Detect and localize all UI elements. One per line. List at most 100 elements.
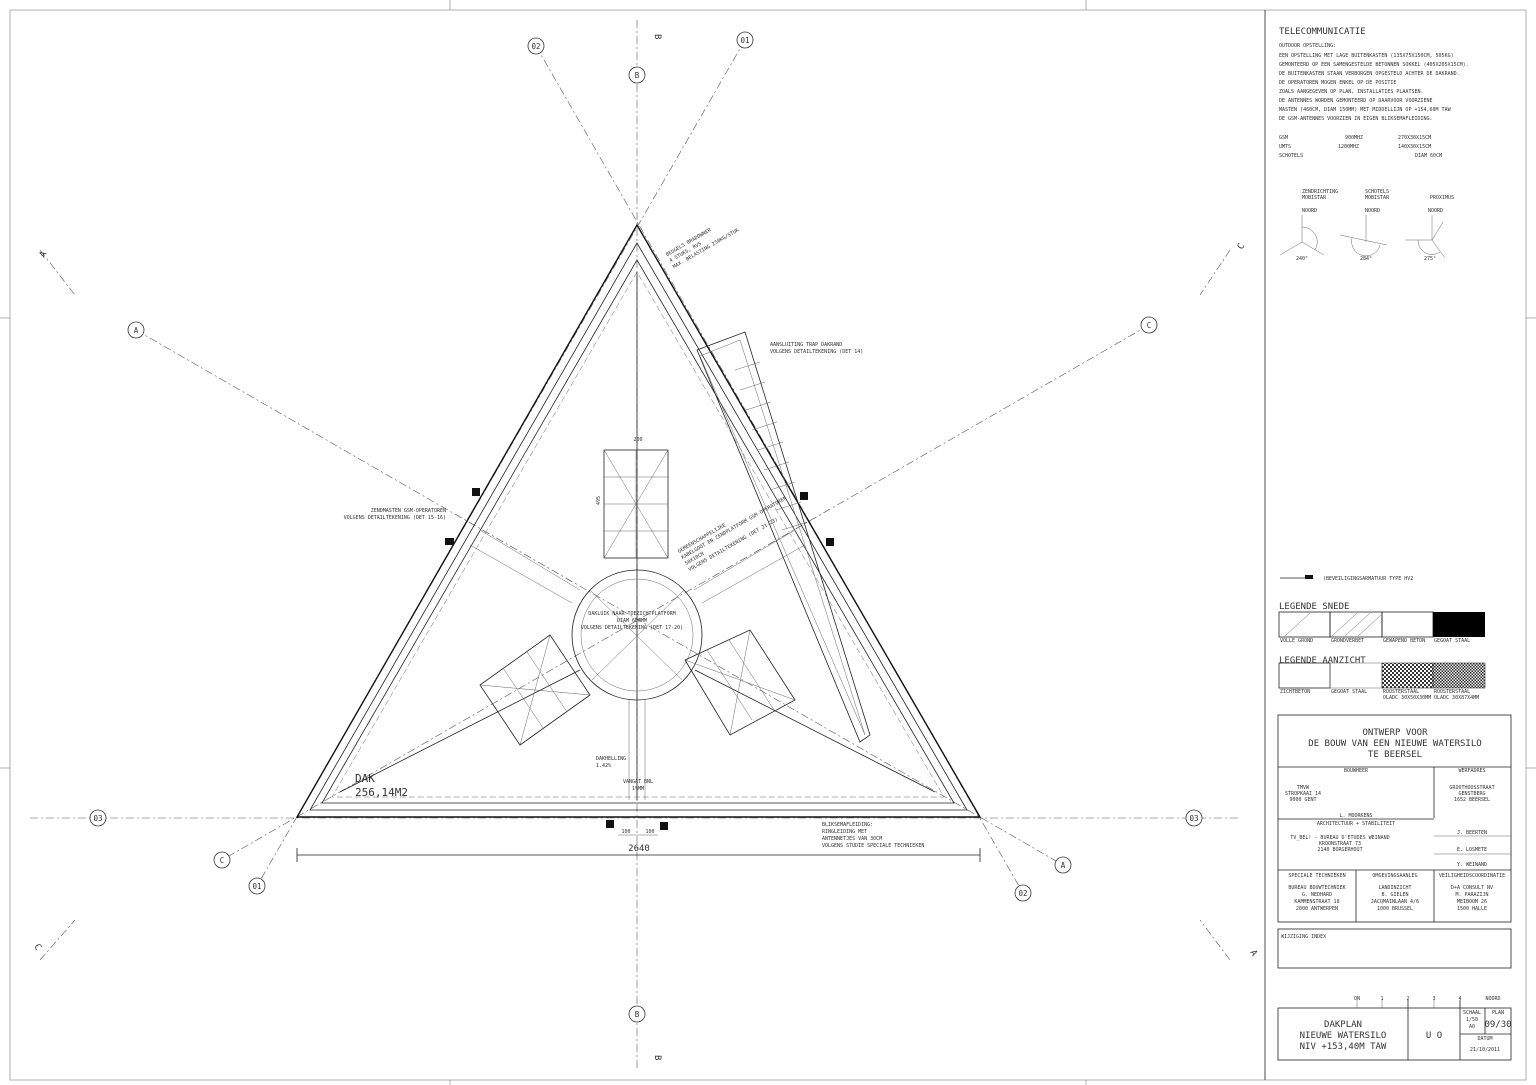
- drawing-text: A0: [1469, 1024, 1475, 1030]
- drawing-text: DAKLUIK NAAR TOEZICHTPLATFORM: [588, 611, 675, 617]
- drawing-text: GSM: [1279, 135, 1288, 141]
- drawing-text: RINGLEIDING MET: [822, 829, 867, 835]
- drawing-text: B: [635, 71, 640, 80]
- drawing-text: 03: [93, 814, 102, 823]
- drawing-text: TE BEERSEL: [1368, 750, 1422, 760]
- drawing-text: 2: [1406, 996, 1409, 1002]
- drawing-text: OLADC 30X50X30MM: [1383, 695, 1431, 701]
- drawing-text: A: [134, 326, 139, 335]
- drawing-text: TELECOMMUNICATIE: [1279, 27, 1366, 37]
- drawing-text: EEN OPSTELLING MET LAGE BUITENKASTEN (13…: [1279, 53, 1454, 59]
- drawing-text: BLIKSEMAFLEIDING:: [822, 822, 873, 828]
- drawing-text: VOLGENS DETAILTEKENING (DET 17-20): [581, 625, 683, 631]
- drawing-text: VOLGENS DETAILTEKENING (DET 15-16): [344, 515, 446, 521]
- drawing-text: 270X30X15CM: [1398, 135, 1431, 141]
- note-trap: AANSLUITING TRAP DAKRAND VOLGENS DETAILT…: [770, 342, 863, 355]
- drawing-text: WERFADRES: [1458, 768, 1485, 774]
- axis-bubbles: 02 01 B A C 03 03 C 01 02 A B: [89, 31, 1203, 1023]
- drawing-text: GEGOAT STAAL: [1331, 689, 1367, 695]
- drawing-text: ZENDMASTEN GSM-OPERATOREN: [371, 508, 446, 514]
- drawing-text: 01: [740, 36, 749, 45]
- drawing-text: SCHAAL: [1463, 1010, 1481, 1016]
- drawing-text: 1/50: [1466, 1017, 1478, 1023]
- drawing-text: L. MOORKENS: [1339, 813, 1372, 819]
- drawing-text: UMTS: [1279, 144, 1291, 150]
- drawing-text: DATUM: [1477, 1036, 1492, 1042]
- drawing-text: ON: [1354, 996, 1360, 1002]
- drawing-text: (BEVEILIGINGSARMATUUR TYPE HV2: [1323, 576, 1413, 582]
- drawing-text: DE OPERATOREN MOGEN ENKEL OP DE POSITIE: [1279, 80, 1396, 86]
- drawing-text: VANGAT BNL: [623, 779, 653, 785]
- drawing-text: GEMONTEERD OP EEN SAMENGESTELDE BETONNEN…: [1279, 62, 1469, 68]
- drawing-text: C: [31, 943, 42, 953]
- drawing-text: ANTENNETJES VAN 30CM: [822, 836, 882, 842]
- drawing-text: NOORD: [1485, 996, 1500, 1002]
- drawing-text: G. NEDHARD: [1302, 892, 1332, 898]
- drawing-text: 4: [1458, 996, 1461, 1002]
- drawing-text: SPECIALE TECHNIEKEN: [1288, 873, 1345, 879]
- drawing-text: D+A CONSULT NV: [1451, 885, 1493, 891]
- drawing-text: NOORD: [1365, 208, 1380, 214]
- drawing-text: DIAM 60CM: [1415, 153, 1442, 159]
- drawing-text: E. LOSMETE: [1457, 847, 1487, 853]
- drawing-text: 03: [1189, 814, 1198, 823]
- drawing-text: AANSLUITING TRAP DAKRAND: [770, 342, 842, 348]
- drawing-text: 1652 BEERSEL: [1454, 797, 1490, 803]
- drawing-text: 100: [645, 829, 654, 835]
- drawing-text: MOBISTAR: [1365, 195, 1390, 201]
- walkways: [469, 529, 806, 800]
- drawing-text: 100: [621, 829, 630, 835]
- drawing-text: DE BOUW VAN EEN NIEUWE WATERSILO: [1308, 739, 1481, 749]
- roof-hatch-circle: [571, 569, 703, 701]
- drawing-text: OMGEVINGSAANLEG: [1372, 873, 1417, 879]
- drawing-text: GEGOAT STAAL: [1434, 638, 1470, 644]
- drawing-text: 02: [531, 42, 540, 51]
- drawing-text: BUREAU BOUWTECHNIEK: [1288, 885, 1345, 891]
- drawing-text: 9000 GENT: [1289, 797, 1316, 803]
- overall-dimension: 2640 100 100 200 495: [296, 437, 981, 862]
- drawing-text: DE GSM-ANTENNES VOORZIEN IN EIGEN BLIKSE…: [1279, 116, 1433, 122]
- drawing-text: OUTDOOR OPSTELLING:: [1279, 43, 1336, 49]
- note-vangst: VANGAT BNL 1%MM: [623, 779, 653, 792]
- drawing-text: BOUWHEER: [1344, 768, 1369, 774]
- drawing-text: NOORD: [1428, 208, 1443, 214]
- drawing-text: KAMMENSTRAAT 18: [1294, 899, 1339, 905]
- drawing-text: 2000 ANTWERPEN: [1296, 906, 1338, 912]
- drawing-text: GRONDVERBET: [1331, 638, 1364, 644]
- drawing-text: DIAM 600MM: [617, 618, 647, 624]
- drawing-text: TMVW: [1297, 785, 1310, 791]
- drawing-text: 02: [1018, 889, 1027, 898]
- drawing-text: 284°: [1360, 256, 1372, 262]
- drawing-text: SCHOTELS: [1279, 153, 1303, 159]
- drawing-text: Y. WEINAND: [1457, 862, 1487, 868]
- roof-triangle: [295, 223, 982, 818]
- antenna-masts: [445, 488, 834, 830]
- grating-platforms: [479, 449, 796, 746]
- drawing-text: ZENDRICHTING: [1302, 189, 1338, 195]
- drawing-text: C: [220, 856, 225, 865]
- drawing-text: 2640: [628, 844, 650, 854]
- drawing-text: A: [38, 249, 50, 259]
- drawing-text: KROONSTRAAT 73: [1319, 841, 1361, 847]
- drawing-text: VOLGENS STUDIE SPECIALE TECHNIEKEN: [822, 843, 924, 849]
- note-beugels: BEUGELS BRADOWNER 4 STUKS, RVS MAX. BELA…: [665, 227, 740, 270]
- telecom-notes: TELECOMMUNICATIE OUTDOOR OPSTELLING: EEN…: [1279, 27, 1469, 159]
- drawing-text: ARCHITECTUUR + STABILITEIT: [1317, 821, 1395, 827]
- drawing-text: VOLGENS DETAILTEKENING (DET 14): [770, 349, 863, 355]
- drawing-text: ROOSTERSTAAL: [1434, 689, 1470, 695]
- drawing-text: 2140 BORGERHOUT: [1317, 847, 1362, 853]
- drawing-text: 1.42%: [596, 763, 611, 769]
- drawing-text: MEIBOOM 26: [1457, 899, 1487, 905]
- title-block: ONTWERP VOOR DE BOUW VAN EEN NIEUWE WATE…: [1277, 714, 1512, 923]
- drawing-text: LEGENDE SNEDE: [1279, 602, 1349, 612]
- drawing-text: DAKPLAN: [1324, 1020, 1362, 1030]
- note-dakluik: DAKLUIK NAAR TOEZICHTPLATFORM DIAM 600MM…: [581, 611, 683, 631]
- drawing-text: ZICHTBETON: [1280, 689, 1310, 695]
- drawing-text: PLAN: [1492, 1010, 1504, 1016]
- drawing-text: 200: [633, 437, 642, 443]
- drawing-text: KABELGOOT EN ZENDPLATFORM GSM-OPERATOREN: [681, 495, 788, 560]
- drawing-text: 09/30: [1484, 1020, 1511, 1030]
